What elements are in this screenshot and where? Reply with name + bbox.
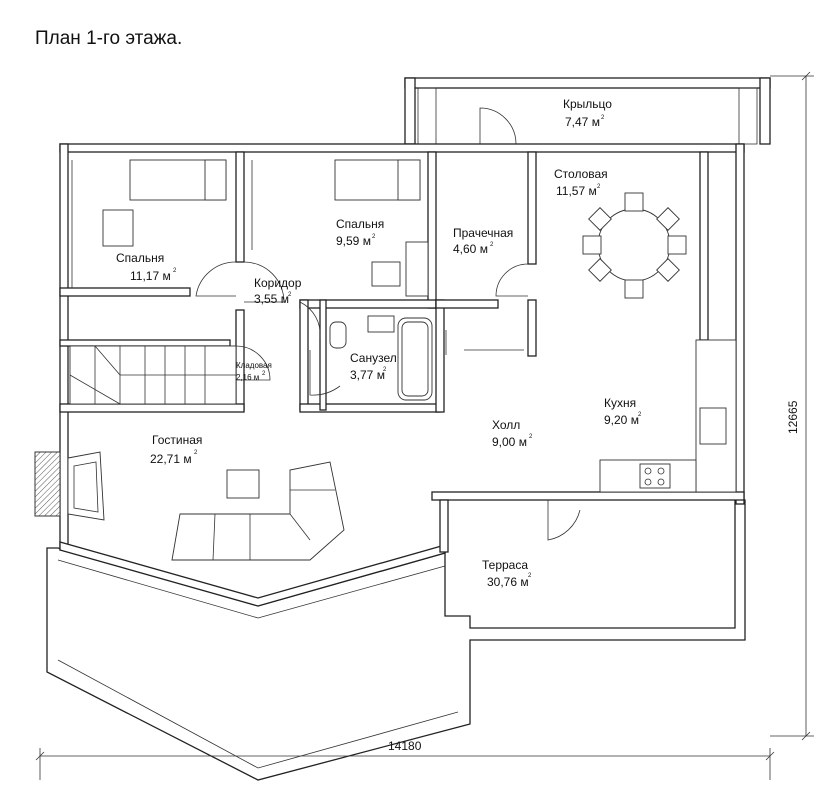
- svg-text:2: 2: [262, 371, 266, 377]
- room-label-terrace: Терраса 30,76 м 2: [482, 558, 532, 589]
- svg-text:Терраса: Терраса: [482, 558, 528, 572]
- room-label-storage: Кладовая 2,16 м 2: [236, 361, 272, 382]
- svg-text:Спальня: Спальня: [336, 217, 384, 231]
- svg-text:11,57 м: 11,57 м: [556, 184, 597, 198]
- height-dimension: 12665: [770, 71, 814, 741]
- svg-text:9,59 м: 9,59 м: [336, 234, 371, 248]
- room-label-bedroom-2: Спальня 9,59 м 2: [336, 217, 384, 248]
- room-label-dining: Столовая 11,57 м 2: [554, 167, 608, 198]
- living-sofa: [171, 461, 345, 561]
- width-dimension: 14180: [35, 739, 775, 780]
- svg-text:Кухня: Кухня: [604, 396, 636, 410]
- svg-text:2,16 м: 2,16 м: [236, 373, 259, 382]
- svg-text:22,71 м: 22,71 м: [150, 452, 192, 466]
- doors: [195, 261, 581, 541]
- room-label-laundry: Прачечная 4,60 м 2: [453, 226, 513, 256]
- room-label-corridor: Коридор 3,55 м 2: [254, 276, 302, 306]
- svg-text:2: 2: [383, 367, 387, 373]
- width-dimension-label: 14180: [388, 739, 422, 753]
- porch-structure: [404, 77, 771, 145]
- svg-text:2: 2: [194, 450, 198, 456]
- svg-text:11,17 м: 11,17 м: [130, 269, 171, 283]
- svg-text:Холл: Холл: [492, 418, 520, 432]
- dining-set: [582, 192, 687, 299]
- svg-text:Санузел: Санузел: [350, 351, 397, 365]
- outer-walls: [59, 143, 745, 607]
- room-label-living: Гостиная 22,71 м 2: [150, 433, 202, 466]
- svg-text:2: 2: [601, 115, 605, 121]
- interior-walls: [59, 151, 709, 413]
- svg-text:Крыльцо: Крыльцо: [563, 97, 612, 111]
- height-dimension-label: 12665: [786, 400, 800, 434]
- terrace-deck: [46, 499, 746, 781]
- svg-text:2: 2: [490, 242, 494, 248]
- svg-text:30,76 м: 30,76 м: [487, 575, 529, 589]
- svg-text:2: 2: [173, 268, 177, 274]
- room-label-bathroom: Санузел 3,77 м 2: [350, 351, 397, 382]
- svg-text:3,77 м: 3,77 м: [350, 368, 385, 382]
- svg-text:7,47 м: 7,47 м: [565, 115, 600, 129]
- room-label-hall: Холл 9,00 м 2: [492, 418, 533, 449]
- svg-text:2: 2: [372, 234, 376, 240]
- plan-title: План 1-го этажа.: [35, 28, 183, 49]
- svg-text:Кладовая: Кладовая: [236, 361, 272, 370]
- svg-text:Столовая: Столовая: [554, 167, 608, 181]
- bedroom-furniture: [71, 159, 429, 297]
- laundry-fixtures: [445, 330, 524, 355]
- svg-text:2: 2: [597, 184, 601, 190]
- room-label-porch: Крыльцо 7,47 м 2: [563, 97, 612, 129]
- svg-text:2: 2: [638, 412, 642, 418]
- svg-text:3,55 м: 3,55 м: [254, 292, 289, 306]
- staircase: [69, 345, 237, 405]
- svg-text:Прачечная: Прачечная: [453, 226, 513, 240]
- svg-text:Спальня: Спальня: [116, 251, 164, 265]
- room-label-kitchen: Кухня 9,20 м 2: [604, 396, 642, 427]
- svg-text:2: 2: [529, 434, 533, 440]
- kitchen-counter: [599, 339, 737, 493]
- svg-text:Гостиная: Гостиная: [152, 433, 202, 447]
- room-label-bedroom-1: Спальня 11,17 м 2: [116, 251, 177, 283]
- bathroom-fixtures: [329, 315, 433, 401]
- svg-text:2: 2: [288, 292, 292, 298]
- svg-text:Коридор: Коридор: [254, 276, 302, 290]
- svg-text:2: 2: [528, 573, 532, 579]
- svg-text:9,20 м: 9,20 м: [604, 413, 639, 427]
- svg-text:4,60 м: 4,60 м: [453, 242, 488, 256]
- svg-text:9,00 м: 9,00 м: [492, 435, 527, 449]
